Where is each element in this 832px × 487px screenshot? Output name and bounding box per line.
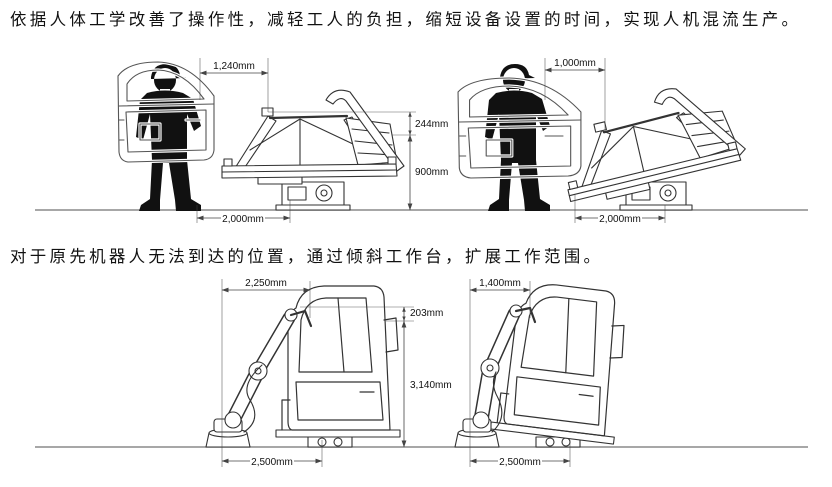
dim-label-height: 3,140mm bbox=[410, 380, 452, 391]
welding-torch bbox=[289, 309, 313, 328]
dimensions-bottom-left: 2,250mm 203mm 3,140mm 2,500mm bbox=[221, 278, 452, 468]
robot-shoulder-joint bbox=[472, 411, 490, 429]
worktable-gear bbox=[545, 437, 555, 447]
robot-arm bbox=[454, 304, 537, 448]
dimensions-top-left: 1,240mm 244mm 900mm 2,000mm bbox=[196, 58, 448, 225]
rail-stripe bbox=[221, 169, 397, 173]
rail-clamp-right bbox=[727, 141, 738, 152]
rail-clamp-left bbox=[223, 158, 233, 167]
tilted-worktable bbox=[489, 279, 631, 445]
dim-label-base-width: 2,500mm bbox=[251, 457, 293, 468]
label-background bbox=[250, 455, 294, 467]
rail-stripe bbox=[568, 154, 739, 197]
caption-ergonomics: 依据人体工学改善了操作性，减轻工人的负担，缩短设备设置的时间，实现人机混流生产。 bbox=[10, 10, 798, 29]
frame-top-bar bbox=[268, 114, 349, 120]
robot-cable bbox=[491, 371, 503, 433]
worktable bbox=[275, 429, 401, 448]
positioner-motor bbox=[287, 186, 307, 201]
dim-label-reach: 2,250mm bbox=[245, 278, 287, 289]
scene-top-right: 1,000mm 2,000mm bbox=[458, 58, 746, 225]
frame-post bbox=[632, 125, 645, 173]
label-background bbox=[498, 455, 542, 467]
robot-elbow-joint bbox=[480, 358, 500, 378]
robot-elbow-joint bbox=[248, 361, 268, 381]
positioner-gear bbox=[659, 184, 677, 202]
robot-elbow-hub bbox=[254, 367, 262, 375]
frame-top-clamp bbox=[593, 121, 607, 133]
rail-clamp-right bbox=[387, 156, 397, 165]
frame-top-bar bbox=[602, 111, 680, 134]
positioner-frame bbox=[221, 89, 405, 185]
worktable-gear bbox=[333, 437, 343, 447]
robot-elbow-hub bbox=[486, 364, 494, 372]
dim-label-base-width: 2,000mm bbox=[599, 214, 641, 225]
worktable-column bbox=[307, 436, 353, 448]
dim-label-base-width: 2,500mm bbox=[499, 457, 541, 468]
positioner-gear bbox=[315, 184, 333, 202]
robot-upper-arm bbox=[253, 313, 294, 376]
dim-label-reach: 1,000mm bbox=[554, 58, 596, 69]
rail-clamp-left bbox=[567, 180, 579, 190]
robot-arm bbox=[205, 308, 313, 448]
dim-label-height-offset: 203mm bbox=[410, 308, 443, 319]
robot-shoulder-joint bbox=[224, 411, 242, 429]
worktable-plate bbox=[275, 429, 401, 438]
positioner-floor-plate bbox=[619, 204, 693, 211]
dimensions-bottom-right: 1,400mm 2,500mm bbox=[469, 278, 571, 468]
positioner-gear-hub bbox=[664, 189, 672, 197]
robot-cable bbox=[243, 364, 263, 433]
positioner-pedestal bbox=[281, 181, 345, 206]
robot-upper-arm bbox=[485, 309, 519, 373]
scene-bottom-right: 1,400mm 2,500mm bbox=[454, 278, 631, 468]
label-background bbox=[598, 212, 642, 224]
label-background bbox=[221, 212, 265, 224]
positioner-frame-tilted bbox=[567, 88, 746, 203]
dim-label-base-width: 2,000mm bbox=[222, 214, 264, 225]
scene-bottom-left: 2,250mm 203mm 3,140mm 2,500mm bbox=[205, 278, 452, 468]
truck-cab-door bbox=[281, 285, 399, 431]
positioner-floor-plate bbox=[275, 204, 351, 211]
dim-label-reach: 1,400mm bbox=[479, 278, 521, 289]
dim-label-height-offset: 244mm bbox=[415, 119, 448, 130]
positioner-base bbox=[275, 181, 351, 211]
dimensions-top-right: 1,000mm 2,000mm bbox=[544, 58, 666, 225]
caption-reach: 对于原先机器人无法到达的位置，通过倾斜工作台，扩展工作范围。 bbox=[10, 247, 600, 266]
positioner-gear-hub bbox=[320, 189, 328, 197]
dim-label-height: 900mm bbox=[415, 167, 448, 178]
truck-cab-door-tilted bbox=[496, 279, 631, 438]
dim-label-reach: 1,240mm bbox=[213, 61, 255, 72]
scene-top-left: 1,240mm 244mm 900mm 2,000mm bbox=[116, 58, 448, 225]
